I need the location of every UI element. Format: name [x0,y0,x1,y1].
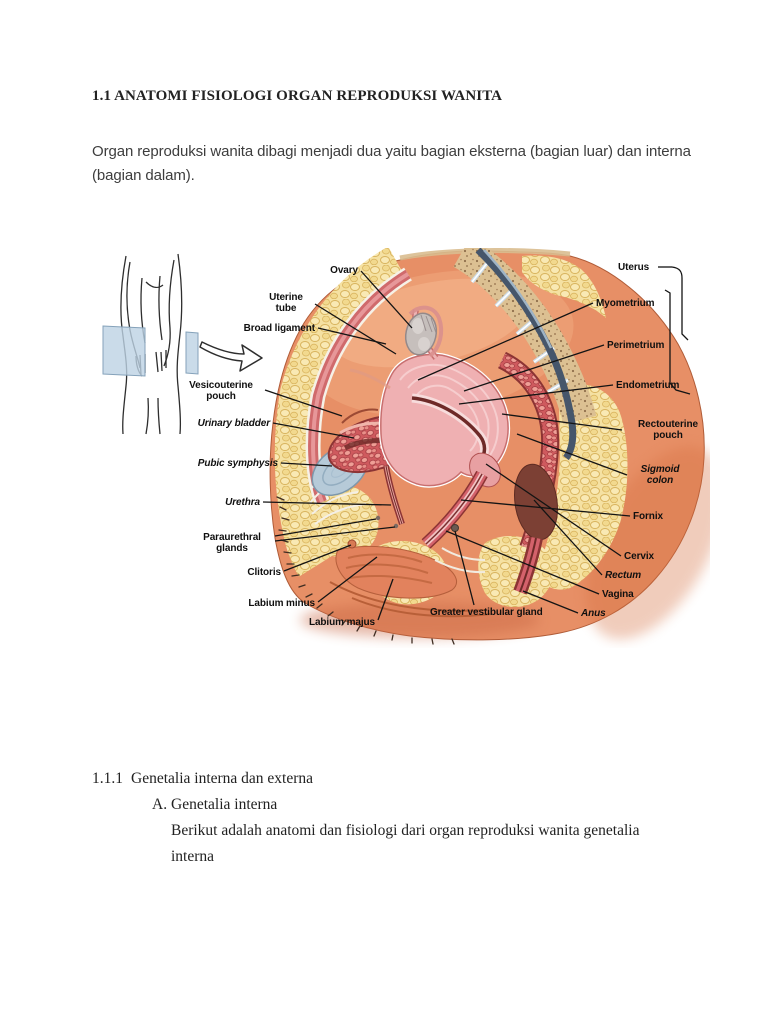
figure-label-vagina: Vagina [602,589,634,600]
labium-minus-shape [335,545,457,599]
figure-label-labium-minus: Labium minus [248,598,315,609]
figure-label-pubic-symphysis: Pubic symphysis [197,458,278,469]
anatomy-illustration [102,248,710,645]
list-item-marker: A. [152,796,168,813]
figure-label-uterine-tube: Uterine tube [269,292,303,314]
leader-lines [262,266,691,621]
abdominal-fat-layer [274,248,409,577]
figure-label-rectouterine-pouch: Rectouterine pouch [638,419,698,441]
paraurethral-gland-dot [375,515,381,521]
pubic-hair [276,496,455,645]
greater-vestibular-gland-shape [451,524,459,532]
intro-paragraph-line2: (bagian dalam). [92,167,195,184]
figure-label-sigmoid-colon: Sigmoid colon [640,464,680,486]
figure-label-endometrium: Endometrium [616,380,680,391]
endometrial-cavity [411,396,487,462]
ovary-shape [404,312,438,356]
figure-label-clitoris: Clitoris [247,567,281,578]
labium-majus-shape [329,581,491,618]
section-title: Genetalia interna dan externa [131,770,314,787]
list-item-body-line2: interna [171,848,215,865]
figure-label-urethra: Urethra [225,497,260,508]
figure-label-rectum: Rectum [605,570,642,581]
spinal-canal [475,248,577,461]
figure-label-vesicouterine-pouch: Vesicouterine pouch [189,380,253,402]
section-number: 1.1.1 [92,770,123,787]
figure-label-myometrium: Myometrium [596,298,655,309]
section-arrow [199,341,263,372]
figure-label-broad-ligament: Broad ligament [243,323,315,334]
page-title: 1.1 ANATOMI FISIOLOGI ORGAN REPRODUKSI W… [92,88,503,104]
figure-label-ovary: Ovary [330,265,358,276]
section-plane [185,331,199,375]
anatomy-figure: Ovary Uterine tube Broad ligament Vesico… [90,248,710,648]
figure-label-uterus: Uterus [618,262,650,273]
list-item-title: Genetalia interna [171,796,278,813]
figure-label-perimetrium: Perimetrium [607,340,665,351]
list-item-body-line1: Berikut adalah anatomi dan fisiologi dar… [171,822,640,839]
uterus-bracket [671,266,689,341]
section-plane [102,325,146,377]
figure-label-fornix: Fornix [633,511,663,522]
figure-label-anus: Anus [581,608,606,619]
intro-paragraph-line1: Organ reproduksi wanita dibagi menjadi d… [92,143,691,160]
figure-label-greater-vestibular-gland: Greater vestibular gland [430,607,543,618]
anal-canal [513,536,543,595]
figure-label-urinary-bladder: Urinary bladder [197,418,271,429]
uterus-layers-bracket [664,289,691,395]
urethra-shape [383,465,405,525]
orientation-figure [102,253,263,435]
figure-label-cervix: Cervix [624,551,654,562]
vagina-shape [421,470,488,549]
figure-label-labium-majus: Labium majus [308,617,375,628]
clitoris-shape [347,539,357,549]
figure-label-paraurethral-glands: Paraurethral glands [203,532,261,554]
